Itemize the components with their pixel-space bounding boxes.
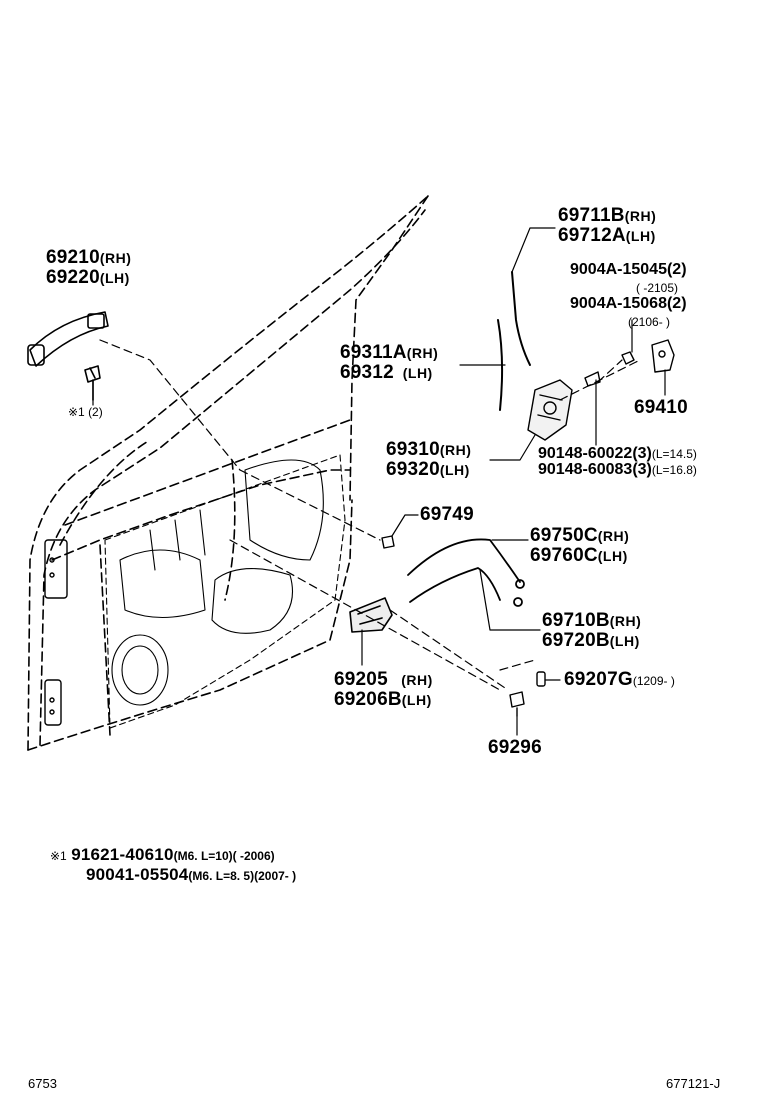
label-90148-60022: 90148-60022(3)(L=14.5) [538,446,697,462]
part-number: 69711B [558,205,625,226]
part-number: 69220 [46,267,100,288]
door-hinge [44,539,68,726]
assembly-guides [99,339,641,691]
handle-cover [536,671,546,687]
quantity: (2) [666,261,687,278]
screw-length: (L=16.8) [651,463,697,477]
side-suffix: (LH) [609,633,640,649]
label-69312: 69312 (LH) [340,363,433,382]
part-number: 69311A [340,342,407,363]
label-9004A-15045: 9004A-15045(2) [570,262,687,278]
part-number: 69320 [386,459,440,480]
footnote-marker: ※1 [50,849,67,863]
side-suffix: (LH) [99,270,130,286]
part-number: 69750C [530,525,598,546]
label-69207G: 69207G(1209- ) [564,670,675,689]
part-number: 69760C [530,545,598,566]
part-number: 69207G [564,669,633,690]
label-9004A-15068: 9004A-15068(2) [570,296,687,312]
label-69712A: 69712A(LH) [558,226,656,245]
label-69760C: 69760C(LH) [530,546,628,565]
label-69296: 69296 [488,737,542,758]
screw-length: (L=14.5) [651,447,697,461]
door-lock-assembly [527,379,573,441]
side-suffix: (LH) [402,365,433,381]
label-69750C: 69750C(RH) [530,526,629,545]
inside-handle [349,597,393,633]
label-69205: 69205 (RH) [334,670,433,689]
door-striker [621,339,675,373]
label-69720B: 69720B(LH) [542,631,640,650]
side-suffix: (RH) [597,528,630,544]
quantity: (3) [632,445,652,462]
outside-handle [27,311,109,401]
label-69310: 69310(RH) [386,440,471,459]
part-number: 69712A [558,225,626,246]
spec: (M6. L=10)( -2006) [173,849,275,863]
part-number: 69210 [46,247,100,268]
door-outline [27,195,429,751]
lock-cables [407,538,525,607]
quantity: (2) [666,295,687,312]
side-suffix: (RH) [609,613,642,629]
label-69210: 69210(RH) [46,248,131,267]
label-69320: 69320(LH) [386,460,470,479]
date-range-9004A-15068: (2106- ) [628,315,671,329]
label-90148-60083: 90148-60083(3)(L=16.8) [538,462,697,478]
side-suffix: (RH) [439,442,472,458]
part-number: 90148-60083 [538,461,633,478]
footnote-line-1: ※1 91621-40610(M6. L=10)( -2006) [50,846,275,864]
cable-clip [381,535,395,549]
side-suffix: (LH) [401,692,432,708]
part-number: 69205 [334,669,388,690]
quantity: (3) [632,461,652,478]
leader-lines [92,227,666,736]
handle-screw [509,691,525,717]
part-number: 9004A-15068 [570,295,667,312]
side-suffix: (LH) [597,548,628,564]
spec: (M6. L=8. 5)(2007- ) [188,869,297,883]
label-69220: 69220(LH) [46,268,130,287]
door-inner-panel [104,454,346,729]
part-number: 69206B [334,689,402,710]
date-range: (1209- ) [632,674,675,688]
label-69206B: 69206B(LH) [334,690,432,709]
part-number: 69710B [542,610,610,631]
part-number: 69310 [386,439,440,460]
label-69410: 69410 [634,397,688,418]
part-number: 69312 [340,362,394,383]
label-69710B: 69710B(RH) [542,611,641,630]
label-69711B: 69711B(RH) [558,206,656,225]
date-range-9004A-15045: ( -2105) [636,281,679,295]
part-number: 90148-60022 [538,445,633,462]
note1-ref-label: ※1 (2) [68,405,103,419]
footnote-line-2: 90041-05504(M6. L=8. 5)(2007- ) [86,866,296,884]
side-suffix: (RH) [401,672,433,688]
part-number: 91621-40610 [71,845,174,864]
lock-rod-cable [497,271,531,411]
page-code: 6753 [28,1076,57,1091]
side-suffix: (RH) [99,250,132,266]
figure-code: 677121-J [666,1076,721,1091]
part-number: 69720B [542,630,610,651]
part-number: 9004A-15045 [570,261,667,278]
side-suffix: (RH) [624,208,657,224]
label-69311A: 69311A(RH) [340,343,438,362]
side-suffix: (LH) [625,228,656,244]
side-suffix: (LH) [439,462,470,478]
part-number: 90041-05504 [86,865,189,884]
label-69749: 69749 [420,504,474,525]
lock-screw [584,371,601,387]
side-suffix: (RH) [406,345,439,361]
